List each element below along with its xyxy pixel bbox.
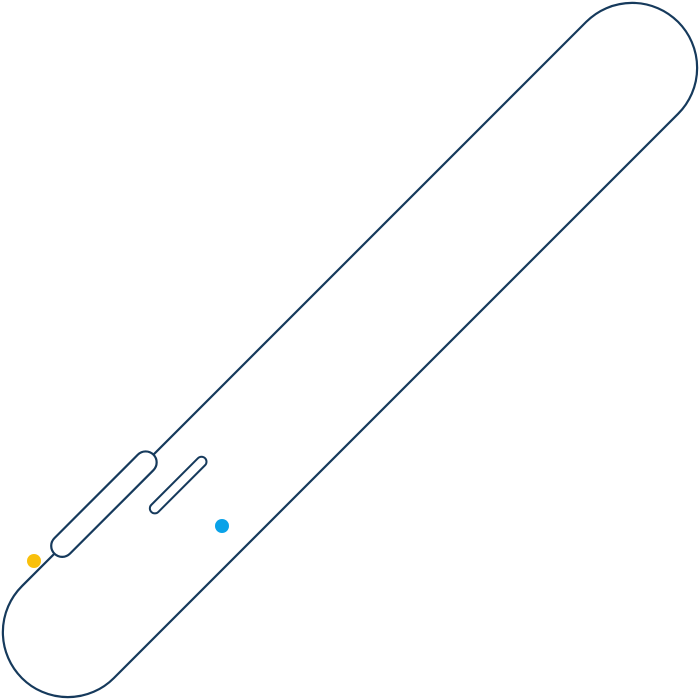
side-button — [50, 450, 158, 558]
yellow-dot-indicator — [27, 554, 41, 568]
blue-dot-indicator — [215, 519, 229, 533]
slot-opening — [148, 455, 208, 515]
